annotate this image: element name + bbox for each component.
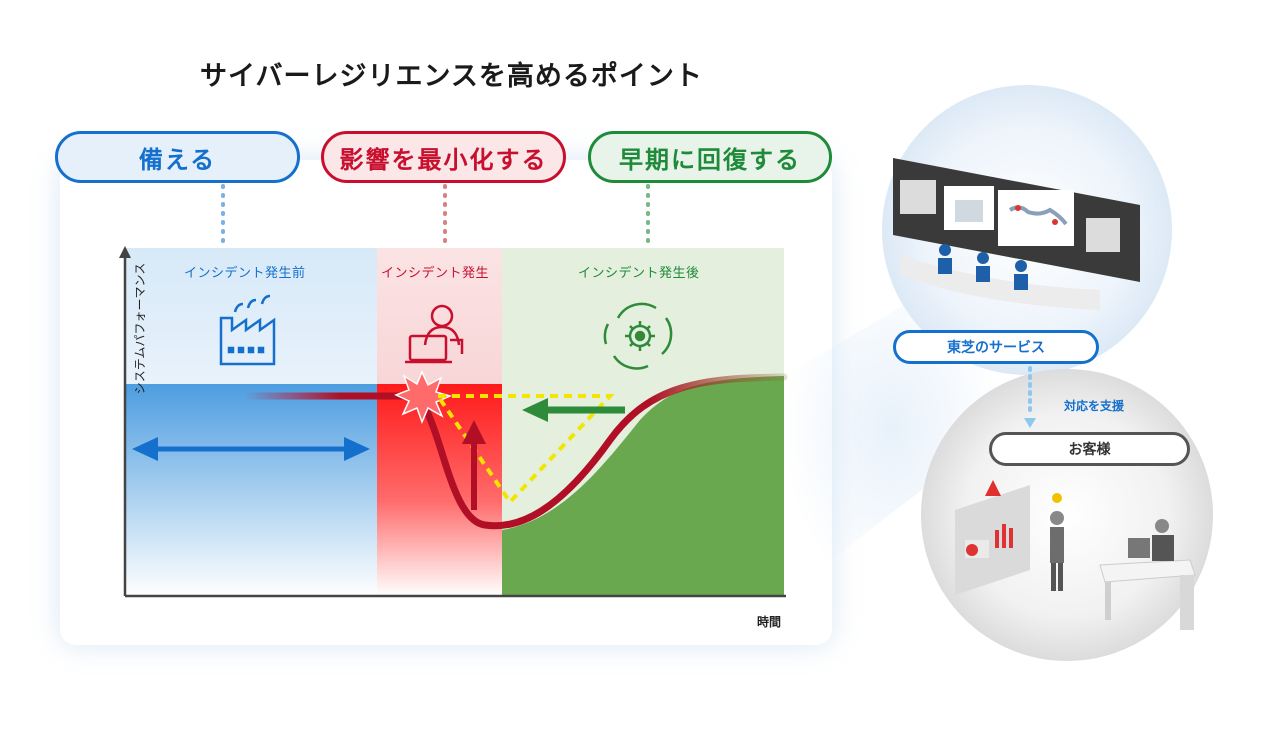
zone-before-label: インシデント発生前 <box>184 266 306 281</box>
mitigation-arrow-head <box>462 420 486 444</box>
incident-burst <box>394 370 453 425</box>
factory-icon <box>219 294 276 366</box>
y-axis-label: システムパフォーマンス <box>133 262 148 395</box>
x-axis-label: 時間 <box>757 615 782 629</box>
page-title: サイバーレジリエンスを高めるポイント <box>200 61 703 92</box>
customer-illustration <box>955 480 1196 630</box>
phase-minimize: 影響を最小化する <box>321 131 566 183</box>
zone-after-label: インシデント発生後 <box>578 266 700 281</box>
recovery-cycle-icon <box>603 302 673 370</box>
performance-curve <box>241 373 788 530</box>
soc-illustration <box>893 158 1140 310</box>
preparation-arrow-left <box>132 437 158 461</box>
recovery-arrow-head <box>522 398 548 422</box>
customer-pill: お客様 <box>989 432 1190 466</box>
zone-during-fill <box>377 384 502 596</box>
phase-recover: 早期に回復する <box>588 131 832 183</box>
incident-person-icon <box>405 304 464 364</box>
phase-prepare: 備える <box>55 131 300 183</box>
zone-before-fill <box>125 384 377 596</box>
service-connector-arrow <box>1024 418 1036 428</box>
y-axis-arrow <box>119 246 131 258</box>
zone-during-label: インシデント発生 <box>381 266 490 281</box>
recovery-area <box>502 376 784 596</box>
support-label: 対応を支援 <box>1064 399 1125 413</box>
zone-after-bg <box>502 248 784 384</box>
preparation-arrow-right <box>344 437 370 461</box>
service-provider-pill: 東芝のサービス <box>893 330 1099 364</box>
zone-before-bg <box>125 248 377 384</box>
